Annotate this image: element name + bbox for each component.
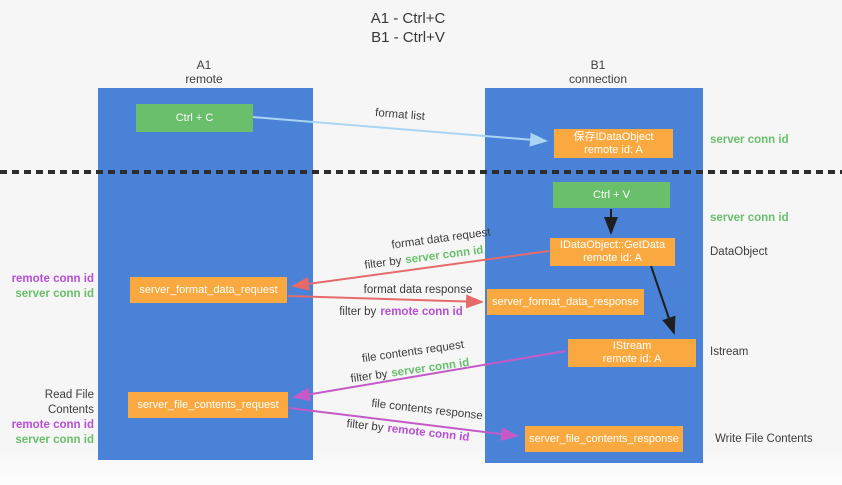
node-getdata-line1: IDataObject::GetData — [559, 239, 666, 251]
node-save-idataobject-line2: remote id: A — [584, 143, 643, 156]
label-file-contents-response: file contents response — [370, 397, 484, 423]
label-remote-conn-id-1: remote conn id — [380, 306, 463, 318]
lane-b1-subtitle: connection — [568, 72, 628, 86]
node-server-file-contents-request-label: server_file_contents_request — [137, 398, 279, 411]
annotation-remote-conn-id-left-top: remote conn id — [11, 273, 94, 285]
annotation-left-read-file-contents: Read File Contents remote conn id server… — [0, 388, 94, 448]
annotation-remote-conn-id-left-bottom: remote conn id — [11, 419, 94, 431]
lane-a1-subtitle: remote — [185, 72, 223, 86]
annotation-left-conn-ids-top: remote conn id server conn id — [0, 272, 94, 302]
label-filter-by-2: filter by — [339, 306, 377, 318]
arrow-format-data-response — [287, 294, 484, 309]
node-save-idataobject-line1: 保存IDataObject — [573, 130, 654, 143]
lane-header-b1: B1 connection — [538, 58, 658, 86]
node-ctrl-v: Ctrl + V — [553, 182, 670, 208]
node-getdata-line2: remote id: A — [583, 252, 642, 264]
label-server-conn-id-2: server conn id — [390, 356, 471, 380]
title-line-b1: B1 - Ctrl+V — [371, 29, 445, 46]
node-server-format-data-response: server_format_data_response — [487, 289, 644, 315]
node-istream: IStream remote id: A — [568, 339, 696, 367]
annotation-dataobject: DataObject — [710, 246, 768, 258]
annotation-server-conn-id-left-bottom: server conn id — [15, 434, 94, 446]
lane-b1-name: B1 — [590, 58, 606, 72]
annotation-server-conn-id-right-mid: server conn id — [710, 212, 789, 224]
node-server-file-contents-response: server_file_contents_response — [525, 426, 683, 452]
annotation-write-file-contents: Write File Contents — [715, 433, 813, 445]
node-server-file-contents-response-label: server_file_contents_response — [529, 432, 679, 445]
node-idataobject-getdata: IDataObject::GetData remote id: A — [550, 238, 675, 266]
lane-a1-name: A1 — [196, 58, 212, 72]
label-filter-by-1: filter by — [363, 255, 403, 272]
node-istream-line2: remote id: A — [602, 353, 662, 365]
label-filter-by-3: filter by — [349, 368, 389, 386]
node-ctrl-c-label: Ctrl + C — [175, 111, 214, 124]
annotation-server-conn-id-right-top: server conn id — [710, 134, 789, 146]
label-format-data-response: format data response — [363, 284, 473, 296]
node-save-idataobject: 保存IDataObject remote id: A — [554, 129, 673, 158]
node-server-file-contents-request: server_file_contents_request — [128, 392, 288, 418]
annotation-read-file-contents: Read File Contents — [44, 389, 94, 416]
label-format-list: format list — [374, 107, 426, 123]
node-server-format-data-request: server_format_data_request — [130, 277, 287, 303]
title-line-a1: A1 - Ctrl+C — [370, 10, 446, 27]
annotation-server-conn-id-left-top: server conn id — [15, 288, 94, 300]
label-filter-by-4: filter by — [345, 418, 385, 435]
node-istream-line1: IStream — [612, 340, 652, 352]
node-ctrl-v-label: Ctrl + V — [593, 188, 630, 201]
label-remote-conn-id-2: remote conn id — [386, 422, 471, 444]
node-ctrl-c: Ctrl + C — [136, 104, 253, 132]
node-server-format-data-request-label: server_format_data_request — [139, 283, 278, 296]
diagram-title: A1 - Ctrl+C B1 - Ctrl+V — [308, 9, 508, 47]
node-server-format-data-response-label: server_format_data_response — [492, 295, 639, 308]
annotation-istream: Istream — [710, 346, 749, 358]
lane-header-a1: A1 remote — [144, 58, 264, 86]
